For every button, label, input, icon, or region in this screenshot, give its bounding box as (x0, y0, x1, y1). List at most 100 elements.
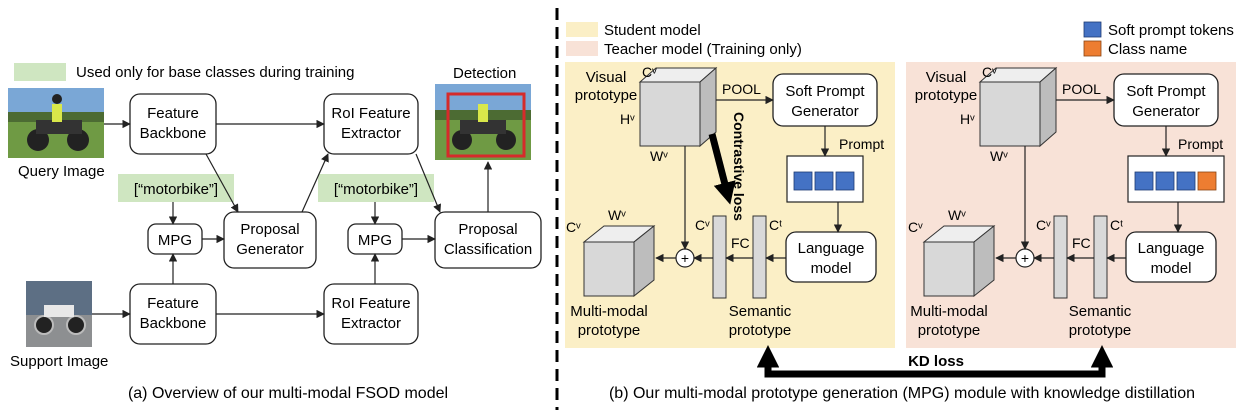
panel-b-caption: (b) Our multi-modal prototype generation… (609, 385, 1195, 402)
student-prompt-label: Prompt (839, 136, 884, 152)
legend-class-name-swatch (1083, 40, 1102, 57)
panel-a-caption: (a) Overview of our multi-modal FSOD mod… (128, 385, 448, 402)
teacher-pool-label: POOL (1062, 81, 1101, 97)
legend-soft-prompt-label: Soft prompt tokens (1108, 22, 1234, 39)
teacher-spg-line2: Generator (1132, 103, 1200, 120)
legend-base-classes-label: Used only for base classes during traini… (76, 64, 354, 81)
teacher-visual-cube (978, 66, 1058, 148)
teacher-prompt-label: Prompt (1178, 136, 1223, 152)
query-image-label: Query Image (18, 163, 105, 180)
legend-student-swatch (566, 22, 598, 37)
student-multimodal-line2: prototype (578, 322, 641, 339)
legend-class-name-label: Class name (1108, 41, 1187, 58)
teacher-soft-token-3 (1176, 171, 1196, 191)
proposal-generator-line1: Proposal (240, 221, 299, 238)
feature-backbone-top-box (129, 93, 217, 155)
student-visual-prototype-line1: Visual (586, 69, 627, 86)
student-multimodal-line1: Multi-modal (570, 303, 648, 320)
student-visual-cube (638, 66, 718, 148)
teacher-language-model-box (1125, 231, 1217, 283)
teacher-wv2-label: Wᵛ (948, 207, 966, 223)
student-spg-line2: Generator (791, 103, 859, 120)
feature-backbone-top-line1: Feature (147, 105, 199, 122)
teacher-visual-prototype-line1: Visual (926, 69, 967, 86)
student-language-model-box (785, 231, 877, 283)
teacher-fc-label: FC (1072, 235, 1091, 251)
legend-green-swatch (14, 63, 66, 81)
contrastive-loss-arrow (708, 133, 736, 205)
student-ct-label: Cᵗ (769, 217, 782, 233)
student-semantic-feature-bar (752, 215, 767, 299)
teacher-model: Visual prototype Cᵛ Hᵛ Wᵛ POOL Soft Prom… (908, 64, 1225, 339)
query-image (8, 88, 104, 158)
proposal-generator-line2: Generator (236, 241, 304, 258)
student-cv-label: Cᵛ (642, 64, 657, 80)
support-image (26, 281, 92, 347)
detection-image (435, 84, 531, 160)
teacher-multimodal-line1: Multi-modal (910, 303, 988, 320)
panel-a-arrows (92, 119, 493, 319)
panel-a: Used only for base classes during traini… (8, 63, 542, 402)
student-plus-sign: + (681, 250, 689, 266)
roi-bottom-line1: RoI Feature (331, 295, 410, 312)
teacher-arrows (995, 95, 1183, 263)
proposal-classification-line1: Proposal (458, 221, 517, 238)
student-visual-feature-bar (712, 215, 727, 299)
class-text-right-box (318, 174, 434, 202)
student-pool-label: POOL (722, 81, 761, 97)
legend-teacher-label: Teacher model (Training only) (604, 41, 802, 58)
teacher-spg-line1: Soft Prompt (1126, 83, 1206, 100)
teacher-soft-token-2 (1155, 171, 1175, 191)
student-soft-token-2 (814, 171, 834, 191)
teacher-lm-line1: Language (1138, 240, 1205, 257)
legend-student-label: Student model (604, 22, 701, 39)
roi-top-box (323, 93, 419, 155)
teacher-class-name-token (1197, 171, 1217, 191)
student-lm-line1: Language (798, 240, 865, 257)
mpg-left-label: MPG (158, 232, 192, 249)
teacher-soft-token-1 (1134, 171, 1154, 191)
teacher-lm-line2: model (1151, 260, 1192, 277)
student-fc-label: FC (731, 235, 750, 251)
teacher-ct-label: Cᵗ (1110, 217, 1123, 233)
kd-loss-connector (756, 345, 1114, 378)
teacher-cv-label: Cᵛ (982, 64, 997, 80)
detection-bounding-box (446, 92, 526, 158)
panel-b: Student model Teacher model (Training on… (565, 21, 1236, 402)
contrastive-loss-label: Contrastive loss (731, 112, 747, 221)
teacher-visual-prototype-line2: prototype (915, 87, 978, 104)
student-wv-label: Wᵛ (650, 148, 668, 164)
class-text-right: [“motorbike”] (334, 181, 418, 198)
student-semantic-line1: Semantic (729, 303, 792, 320)
student-arrows (655, 95, 843, 263)
support-image-label: Support Image (10, 353, 108, 370)
roi-bottom-box (323, 283, 419, 345)
legend-soft-prompt-swatch (1083, 21, 1102, 38)
teacher-hv-label: Hᵛ (960, 111, 975, 127)
teacher-multimodal-cube (922, 224, 996, 298)
student-model: Visual prototype Cᵛ Hᵛ Wᵛ POOL Soft Prom… (566, 64, 884, 339)
student-cv3-label: Cᵛ (566, 219, 581, 235)
proposal-classification-line2: Classification (444, 241, 532, 258)
teacher-cv2-label: Cᵛ (1036, 217, 1051, 233)
student-spg-line1: Soft Prompt (785, 83, 865, 100)
teacher-semantic-feature-bar (1093, 215, 1108, 299)
roi-bottom-line2: Extractor (341, 315, 401, 332)
teacher-multimodal-line2: prototype (918, 322, 981, 339)
teacher-cv3-label: Cᵛ (908, 219, 923, 235)
teacher-plus-sign: + (1021, 250, 1029, 266)
detection-label: Detection (453, 65, 516, 82)
student-soft-token-1 (793, 171, 813, 191)
feature-backbone-bottom-line1: Feature (147, 295, 199, 312)
student-multimodal-cube (582, 224, 656, 298)
mpg-right-label: MPG (358, 232, 392, 249)
teacher-semantic-line1: Semantic (1069, 303, 1132, 320)
feature-backbone-bottom-box (129, 283, 217, 345)
class-text-left: [“motorbike”] (134, 181, 218, 198)
student-semantic-line2: prototype (729, 322, 792, 339)
student-cv2-label: Cᵛ (695, 217, 710, 233)
legend-teacher-swatch (566, 41, 598, 56)
kd-loss-label: KD loss (908, 353, 964, 370)
